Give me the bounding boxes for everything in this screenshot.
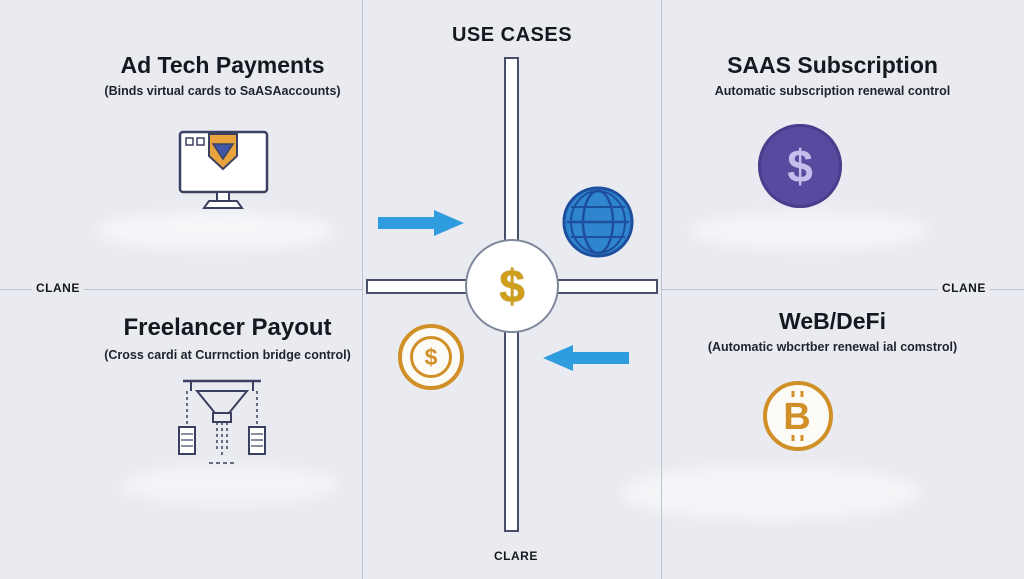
- edge-label-bottom: CLARE: [494, 549, 538, 563]
- quadrant-title: SAAS Subscription: [727, 52, 938, 78]
- edge-label-right: CLANE: [938, 281, 990, 295]
- quadrant-subtitle: (Cross cardi at Currnction bridge contro…: [104, 347, 351, 362]
- bitcoin-coin-icon: B: [763, 381, 833, 451]
- edge-label-left: CLANE: [32, 281, 84, 295]
- background-blob: [690, 212, 930, 250]
- center-dollar-coin-icon: $: [465, 239, 559, 333]
- orange-dollar-coin-icon: $: [398, 324, 464, 390]
- arrow-right-icon: [378, 210, 464, 236]
- quadrant-ad-tech-payments: Ad Tech Payments (Binds virtual cards to…: [55, 52, 390, 98]
- arrow-left-icon: [543, 345, 629, 371]
- background-blob: [620, 465, 920, 520]
- bitcoin-symbol: B: [783, 396, 810, 438]
- quadrant-subtitle: (Binds virtual cards to SaASAaccounts): [104, 84, 341, 99]
- horizontal-axis-left: [0, 289, 362, 290]
- quadrant-subtitle: Automatic subscription renewal control: [714, 84, 951, 99]
- monitor-shield-icon: [178, 130, 269, 209]
- quadrant-freelancer-payout: Freelancer Payout (Cross cardi at Currnc…: [55, 314, 400, 362]
- dollar-symbol: $: [499, 260, 525, 312]
- background-blob: [120, 465, 340, 505]
- background-blob: [95, 212, 335, 250]
- quadrant-title: WeB/DeFi: [779, 308, 886, 334]
- globe-icon: [562, 186, 634, 258]
- quadrant-title: Ad Tech Payments: [120, 52, 325, 78]
- orange-coin-inner-ring: $: [410, 336, 452, 378]
- quadrant-subtitle: (Automatic wbcrtber renewal ial comstrol…: [707, 340, 958, 355]
- dollar-symbol: $: [424, 343, 438, 370]
- payout-machine-icon: [178, 379, 266, 464]
- quadrant-web-defi: WeB/DeFi (Automatic wbcrtber renewal ial…: [665, 308, 1000, 354]
- dollar-symbol: $: [787, 140, 813, 192]
- vertical-divider-left: [362, 0, 363, 579]
- horizontal-axis-right: [661, 289, 1024, 290]
- quadrant-title: Freelancer Payout: [123, 314, 332, 341]
- quadrant-saas-subscription: SAAS Subscription Automatic subscription…: [665, 52, 1000, 98]
- dollar-coin-purple-icon: $: [758, 124, 842, 208]
- page-title: USE CASES: [451, 24, 573, 46]
